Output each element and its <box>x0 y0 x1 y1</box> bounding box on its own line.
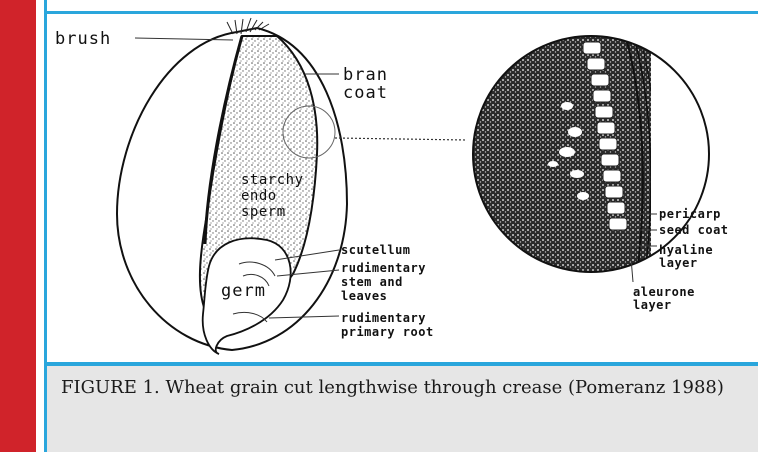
label-rud-root-2: primary root <box>341 325 434 339</box>
figure-caption: FIGURE 1. Wheat grain cut lengthwise thr… <box>61 374 747 401</box>
label-rud-root-1: rudimentary <box>341 311 426 325</box>
left-red-bar <box>0 0 36 452</box>
label-rud-stem-2: stem and <box>341 275 403 289</box>
label-starchy-1: starchy <box>241 172 304 188</box>
label-brush: brush <box>55 29 111 49</box>
label-starchy-2: endo <box>241 188 277 204</box>
label-bran-coat-2: coat <box>343 83 388 103</box>
label-seed-coat: seed coat <box>659 223 729 237</box>
label-hyaline-2: layer <box>659 256 698 270</box>
magnified-section <box>467 34 731 274</box>
label-starchy-3: sperm <box>241 204 286 220</box>
label-rud-stem-3: leaves <box>341 289 387 303</box>
wheat-grain-diagram: brush bran coat starchy endo sperm germ … <box>47 14 758 362</box>
label-scutellum: scutellum <box>341 243 411 257</box>
figure-caption-box: FIGURE 1. Wheat grain cut lengthwise thr… <box>47 366 758 452</box>
label-pericarp: pericarp <box>659 207 721 221</box>
label-aleurone-2: layer <box>633 298 672 312</box>
label-hyaline-1: hyaline <box>659 243 713 257</box>
label-bran-coat-1: bran <box>343 65 388 85</box>
label-aleurone-1: aleurone <box>633 285 695 299</box>
label-rud-stem-1: rudimentary <box>341 261 426 275</box>
label-germ: germ <box>221 281 266 301</box>
